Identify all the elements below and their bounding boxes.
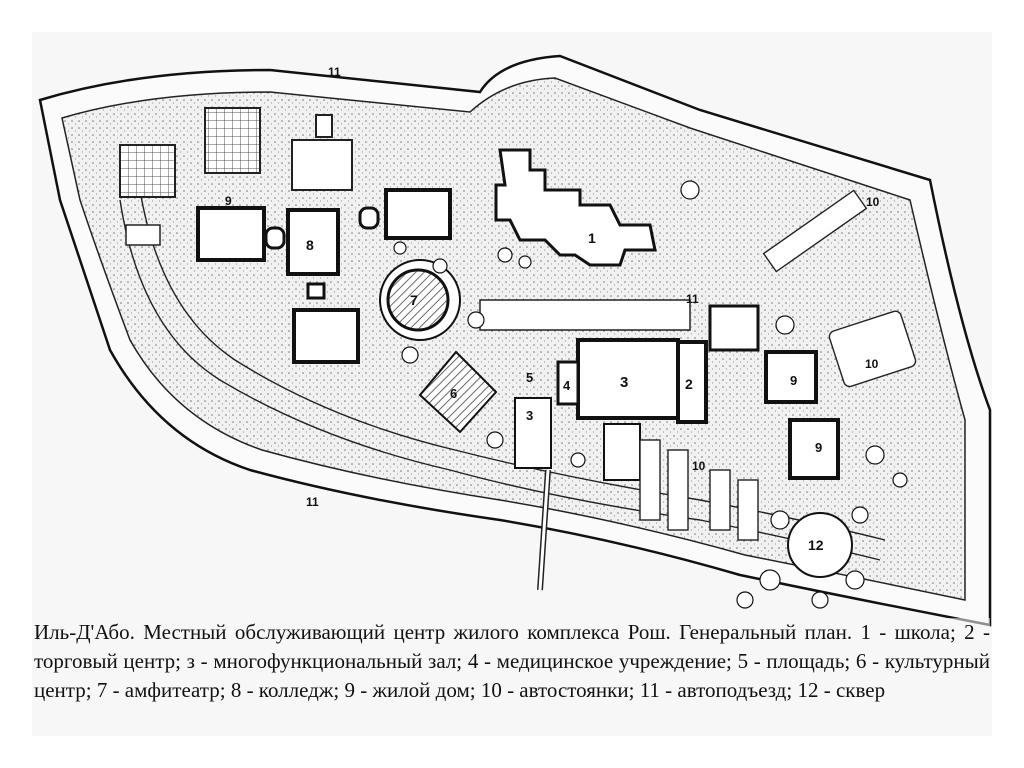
building-8a [196,206,266,262]
label-road-3: 11 [306,495,319,509]
label-road-1: 11 [328,65,341,79]
label-square-5: 5 [526,370,533,385]
plan-caption: Иль-Д'Або. Местный обслуживающий центр ж… [34,618,990,705]
amphitheatre [386,268,450,332]
hall-3 [576,338,680,420]
label-parking-1: 10 [866,195,880,209]
house-9b [788,418,840,480]
school [494,148,657,267]
square [787,512,853,578]
shopping-2 [676,340,708,424]
label-amphitheatre: 7 [410,292,418,308]
label-school: 1 [588,230,596,246]
site-plan: 1 2 3 3 4 5 6 7 8 9 9 9 10 10 10 11 11 1… [32,32,992,732]
court-2 [204,107,261,174]
label-medical: 4 [563,378,571,393]
building-8c [384,188,452,240]
cultural-centre [418,350,498,434]
label-house-1: 9 [225,194,232,208]
label-parking-2: 10 [865,357,879,371]
label-house-3: 9 [815,440,822,455]
label-parking-3: 10 [692,459,706,473]
label-cultural: 6 [450,386,457,401]
medical-4 [556,360,580,406]
label-road-2: 11 [686,292,699,306]
label-college: 8 [306,237,314,253]
house-9a [764,350,818,404]
label-hall: 3 [620,374,628,391]
court-1 [119,144,176,198]
label-hall-2: 3 [526,408,533,423]
building-8d [292,308,360,364]
label-shopping: 2 [685,376,693,392]
label-house-2: 9 [790,373,797,388]
building-8 [286,208,340,276]
label-square-12: 12 [808,537,824,553]
